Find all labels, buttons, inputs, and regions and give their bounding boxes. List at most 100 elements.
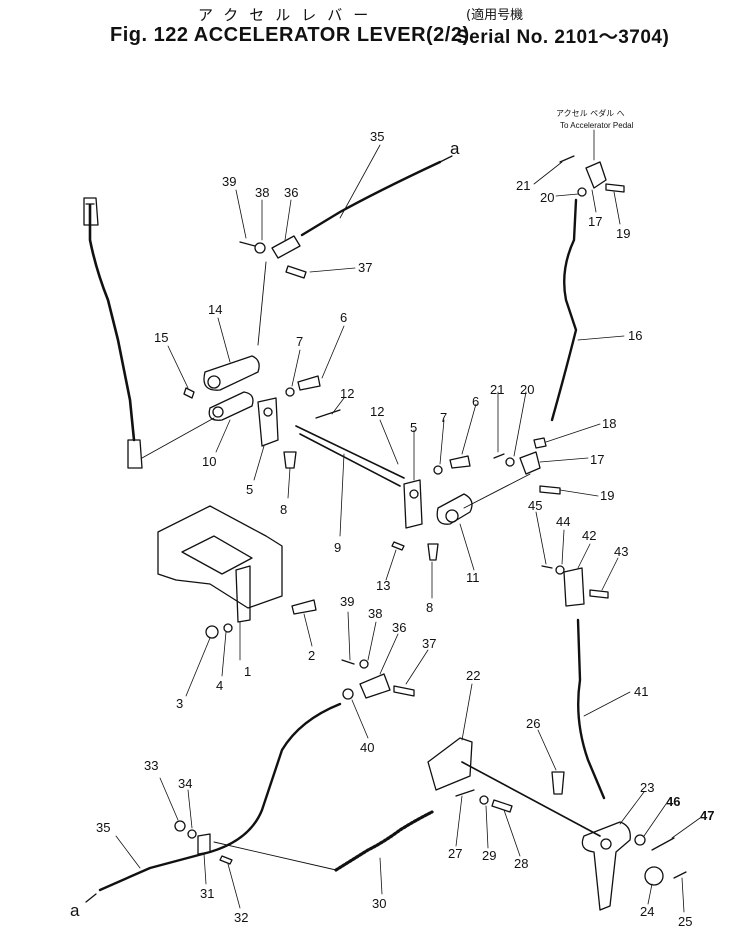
washer-34 — [187, 829, 197, 839]
pin-25 — [673, 871, 687, 879]
part-label: 8 — [280, 502, 287, 517]
part-label: 42 — [582, 528, 596, 543]
part-label: 13 — [376, 578, 390, 593]
leader-3 — [185, 637, 211, 697]
ref-a-top: a — [450, 139, 460, 158]
annotation-text: アクセル ペダル へ To Accelerator Pedal a a 39 3… — [70, 108, 714, 928]
washer-20-bottom — [505, 457, 515, 467]
bolt-6-right — [449, 455, 471, 469]
part-label: 19 — [616, 226, 630, 241]
leader-42 — [577, 543, 591, 569]
washer-46 — [634, 834, 646, 846]
part-label: 17 — [590, 452, 604, 467]
leader-45 — [535, 511, 547, 565]
rod-16 — [550, 198, 578, 422]
leader-32 — [227, 863, 241, 909]
part-label: 12 — [340, 386, 354, 401]
leader-29 — [485, 805, 489, 849]
leader-12b — [379, 419, 399, 465]
bracket-22 — [427, 737, 473, 791]
key-12 — [315, 409, 341, 419]
left-lever-rod — [88, 203, 136, 442]
leader-13 — [385, 549, 397, 581]
part-label: 35 — [96, 820, 110, 835]
leader-33 — [159, 777, 179, 821]
leader-16 — [577, 335, 625, 341]
part-label: 27 — [448, 846, 462, 861]
part-label: 31 — [200, 886, 214, 901]
nut-40 — [342, 688, 354, 700]
clevis-42 — [563, 567, 585, 607]
clevis-36-bottom — [359, 673, 391, 699]
screw-32 — [219, 855, 233, 865]
part-label: 47 — [700, 808, 714, 823]
left-rod-bottom-fitting — [127, 439, 143, 469]
part-label: 25 — [678, 914, 692, 928]
lever-10-hole — [212, 406, 224, 418]
part-label: 11 — [466, 570, 480, 585]
leader-35a — [339, 144, 381, 219]
leader-37b — [405, 649, 429, 685]
leader-9 — [339, 453, 345, 537]
shaft-9 — [295, 425, 405, 487]
part-label: 16 — [628, 328, 642, 343]
pedal-lever-23 — [581, 821, 631, 911]
bracket-22-shaft — [461, 761, 601, 837]
yoke-17-top — [585, 161, 607, 189]
washer-29 — [479, 795, 489, 805]
spring-30 — [334, 810, 434, 872]
leader-17a — [591, 189, 597, 213]
leader-37a — [309, 267, 356, 273]
leader-38b — [367, 621, 377, 661]
pin-39-bottom — [341, 659, 355, 665]
nut-18 — [533, 437, 547, 449]
part-label: 1 — [244, 664, 251, 679]
washer-24 — [644, 866, 664, 886]
part-label: 22 — [466, 668, 480, 683]
part-label: 23 — [640, 780, 654, 795]
leader-14 — [217, 317, 231, 363]
leader-5a — [253, 445, 265, 481]
leader-17b — [539, 457, 589, 463]
clevis-36-top — [271, 235, 301, 259]
leader-39a — [235, 189, 247, 239]
part-label: 5 — [410, 420, 417, 435]
part-label: 24 — [640, 904, 654, 919]
part-label: 30 — [372, 896, 386, 911]
leader-12a — [331, 397, 345, 415]
washer-7-left — [285, 387, 295, 397]
leader-28 — [503, 809, 521, 857]
part-label: 39 — [340, 594, 354, 609]
washer-38-bottom — [359, 659, 369, 669]
arrow-a-top — [439, 155, 453, 163]
leader-26 — [537, 729, 557, 771]
leader-35b — [115, 835, 141, 869]
part-label: 18 — [602, 416, 616, 431]
upper-rod-35 — [300, 160, 442, 237]
leader-21a — [533, 161, 563, 185]
part-label: 6 — [472, 394, 479, 409]
part-label: 37 — [358, 260, 372, 275]
leader-20b — [513, 391, 527, 457]
part-label: 20 — [540, 190, 554, 205]
leader-40 — [351, 699, 369, 739]
clip-31 — [197, 833, 211, 855]
part-label: 19 — [600, 488, 614, 503]
leader-36-14 — [257, 261, 267, 346]
pedal-note-japanese: アクセル ペダル へ — [556, 108, 625, 118]
leader-47 — [671, 817, 701, 839]
left-rod-top-fitting — [83, 197, 99, 226]
part-label: 10 — [202, 454, 216, 469]
part-label: 39 — [222, 174, 236, 189]
leader-27 — [455, 795, 463, 847]
pin-27 — [455, 789, 475, 797]
bolt-28 — [491, 799, 513, 813]
part-label: 7 — [440, 410, 447, 425]
part-label: 12 — [370, 404, 384, 419]
leader-2 — [303, 613, 313, 647]
part-label: 4 — [216, 678, 223, 693]
part-label: 8 — [426, 600, 433, 615]
title-japanese: アクセルレバー — [198, 6, 380, 24]
pin-45 — [541, 565, 553, 569]
